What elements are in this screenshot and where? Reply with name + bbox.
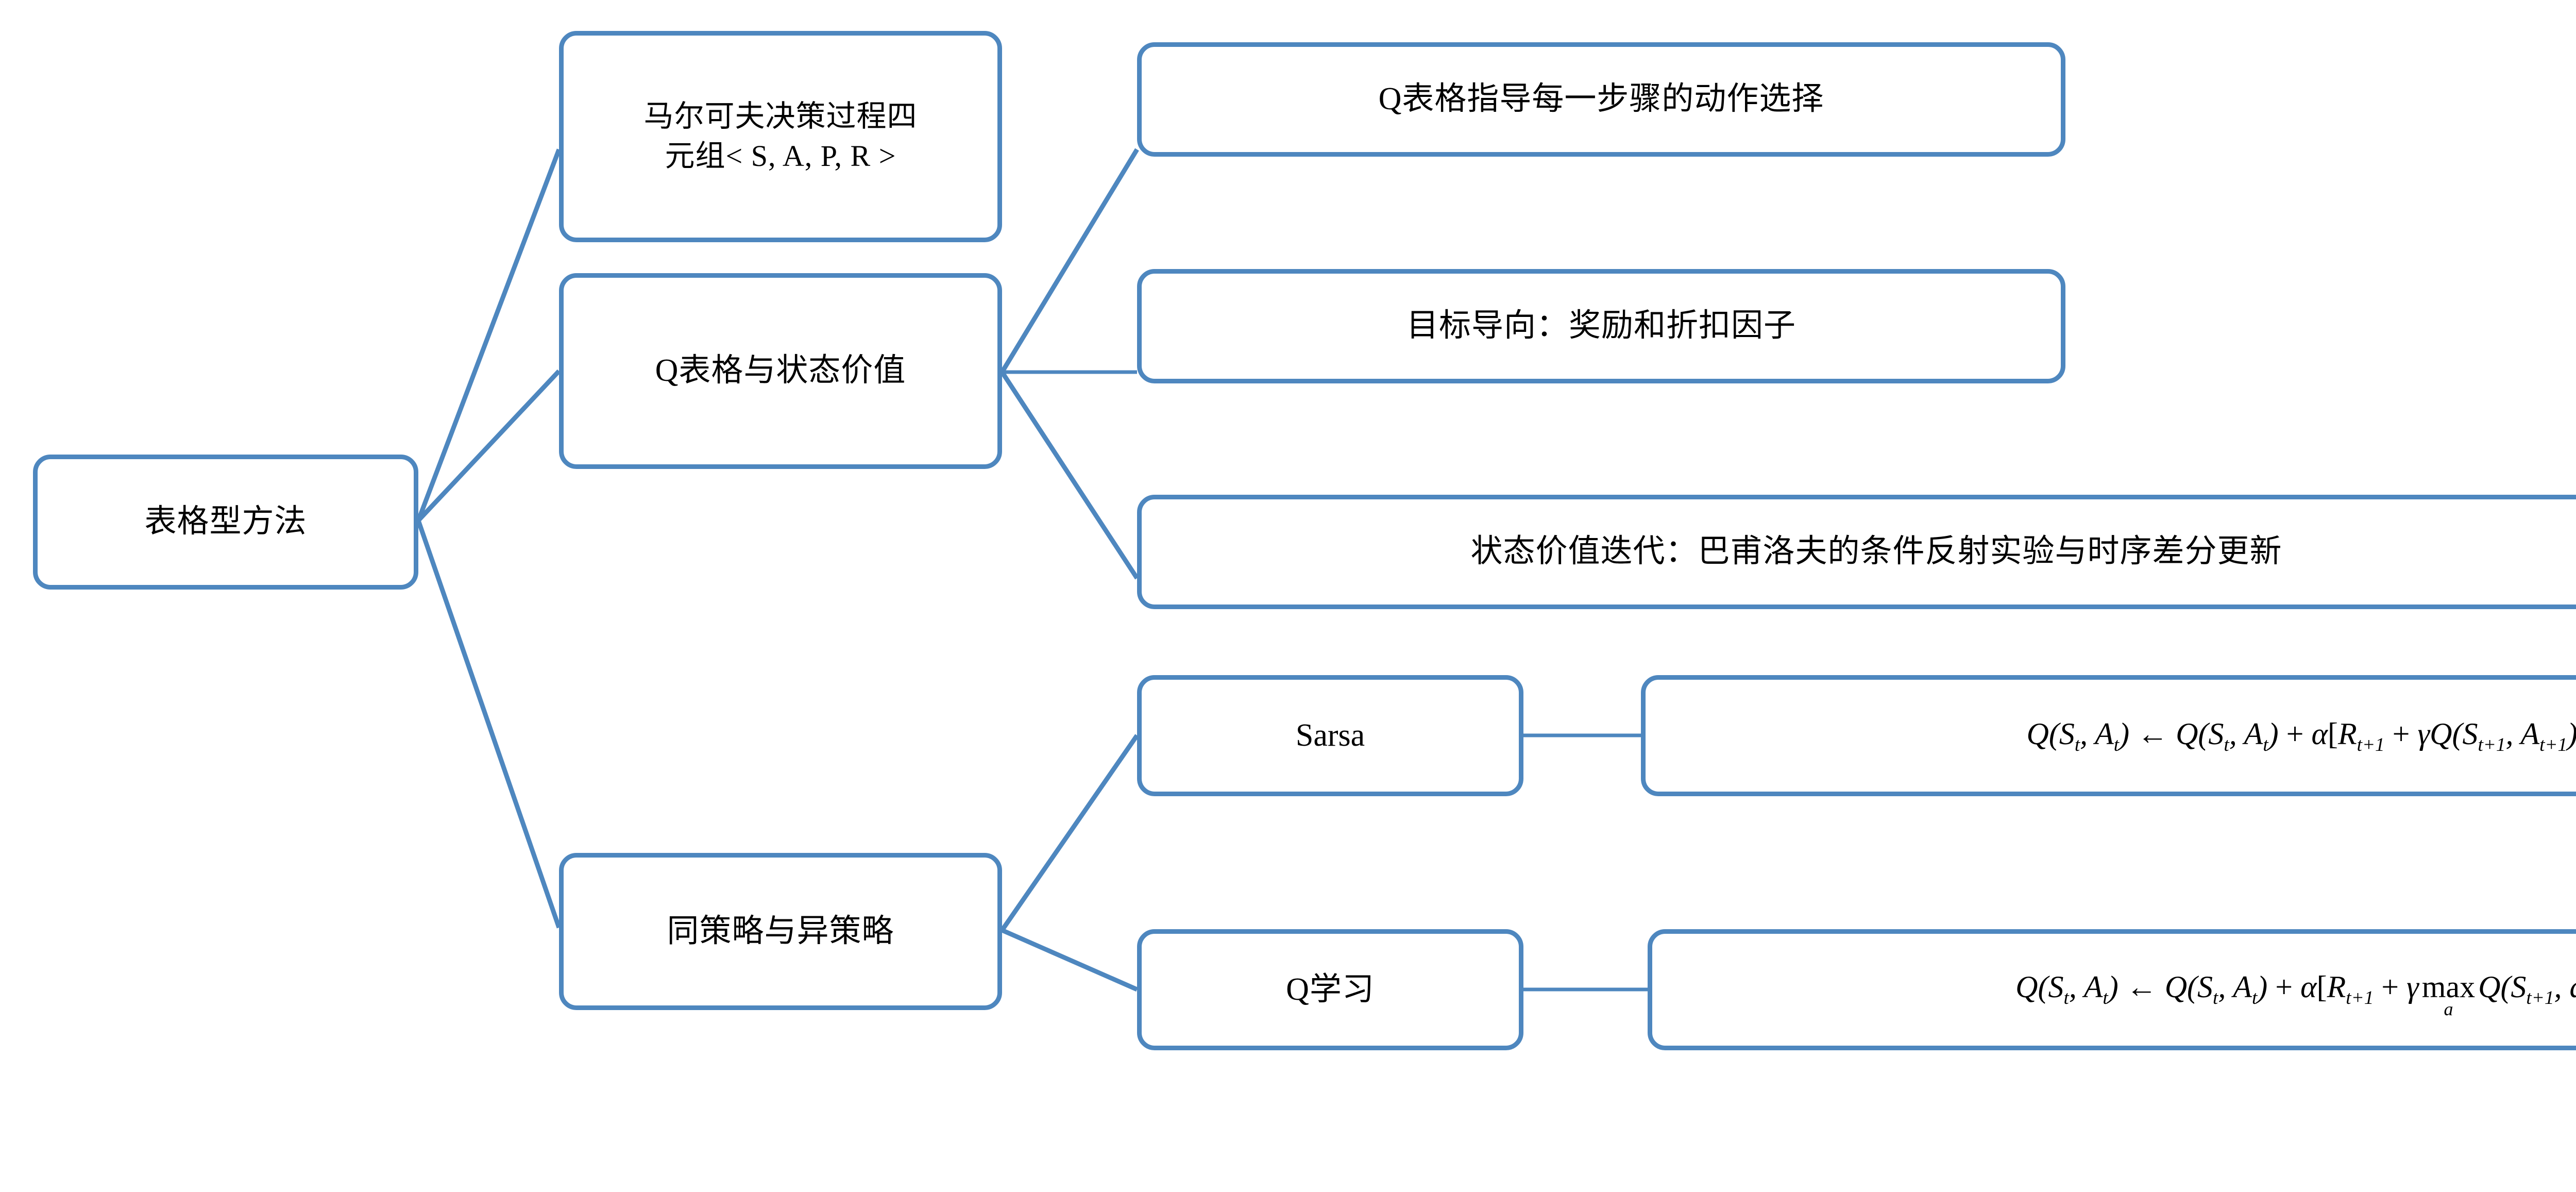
- edge-qtable-qguide: [1000, 148, 1139, 374]
- node-qtable[interactable]: Q表格与状态价值: [559, 273, 1002, 469]
- node-sarsa-formula[interactable]: Q(St, At) ← Q(St, At) + α[Rt+1 + γQ(St+1…: [1641, 675, 2576, 796]
- edge-qtable-valueiter: [1000, 371, 1139, 580]
- node-qguide-label: Q表格指导每一步骤的动作选择: [1378, 81, 1824, 117]
- edge-root-policy: [416, 519, 562, 929]
- node-policy[interactable]: 同策略与异策略: [559, 853, 1002, 1010]
- node-mdp[interactable]: 马尔可夫决策过程四 元组< S, A, P, R >: [559, 31, 1002, 242]
- node-qtable-label: Q表格与状态价值: [655, 353, 906, 389]
- node-qlearning-label: Q学习: [1286, 971, 1375, 1007]
- node-root[interactable]: 表格型方法: [33, 455, 418, 590]
- node-root-label: 表格型方法: [144, 504, 307, 540]
- node-sarsa-label: Sarsa: [1295, 717, 1365, 753]
- node-goal[interactable]: 目标导向：奖励和折扣因子: [1137, 269, 2065, 383]
- node-policy-label: 同策略与异策略: [667, 913, 894, 949]
- edge-policy-sarsa: [1000, 734, 1139, 932]
- node-valueiter-label: 状态价值迭代：巴甫洛夫的条件反射实验与时序差分更新: [1470, 534, 2282, 569]
- node-goal-label: 目标导向：奖励和折扣因子: [1406, 308, 1796, 344]
- node-qlearning[interactable]: Q学习: [1137, 929, 1523, 1050]
- node-valueiter[interactable]: 状态价值迭代：巴甫洛夫的条件反射实验与时序差分更新: [1137, 495, 2576, 609]
- node-sarsa[interactable]: Sarsa: [1137, 675, 1523, 796]
- node-mdp-label: 马尔可夫决策过程四 元组< S, A, P, R >: [643, 99, 918, 173]
- edge-root-mdp: [416, 148, 562, 522]
- edge-root-qtable: [416, 369, 561, 523]
- sarsa-formula-text: Q(St, At) ← Q(St, At) + α[Rt+1 + γQ(St+1…: [2026, 716, 2576, 756]
- node-qguide[interactable]: Q表格指导每一步骤的动作选择: [1137, 42, 2065, 157]
- edge-policy-qlearning: [1001, 928, 1138, 992]
